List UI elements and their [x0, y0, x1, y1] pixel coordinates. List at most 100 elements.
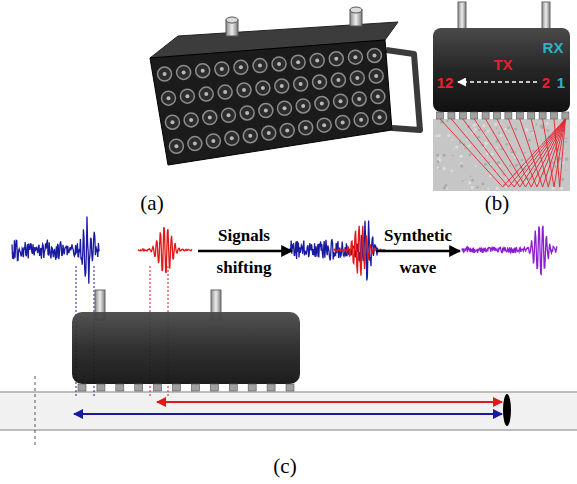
transducer-head	[348, 50, 362, 64]
step-label: Synthetic	[384, 227, 452, 244]
concrete-texture	[484, 163, 487, 166]
concrete-texture	[524, 152, 526, 154]
concrete-texture	[515, 164, 518, 167]
synthetic-wave	[462, 226, 557, 275]
transducer-head	[256, 81, 270, 95]
propagation-path	[74, 413, 502, 415]
test-slab	[0, 392, 577, 430]
transducer-tip	[229, 384, 237, 391]
concrete-texture	[482, 182, 485, 185]
concrete-texture	[532, 132, 534, 134]
concrete-texture	[438, 134, 441, 137]
transducer-tip	[341, 120, 345, 124]
ray-path	[543, 119, 566, 187]
concrete-texture	[514, 128, 517, 131]
transducer-tip	[299, 82, 303, 86]
transducer-tip	[211, 139, 215, 143]
transducer-head	[352, 92, 366, 106]
transducer-head	[259, 104, 273, 118]
transducer-head	[371, 90, 385, 104]
process-arrow	[198, 250, 292, 253]
transducer-head	[240, 106, 254, 120]
transducer-head	[354, 113, 368, 127]
concrete-texture	[468, 145, 471, 148]
concrete-texture	[506, 143, 508, 145]
concrete-texture	[464, 148, 466, 150]
transducer-tip	[191, 384, 199, 391]
concrete-texture	[439, 159, 442, 162]
transducer-tip	[264, 109, 268, 113]
concrete-texture	[436, 154, 439, 157]
transducer-head	[296, 99, 310, 113]
transducer-tip	[301, 104, 305, 108]
ray-path	[508, 119, 565, 187]
transducer-head	[317, 118, 331, 132]
concrete-texture	[507, 126, 510, 129]
concrete-texture	[460, 165, 463, 168]
scan-direction-arrow	[458, 81, 537, 83]
concrete-texture	[478, 136, 480, 138]
transducer-tip	[230, 136, 234, 140]
transducer-tip	[336, 78, 340, 82]
receiver-label: RX	[543, 40, 564, 55]
array-side-view	[433, 2, 570, 191]
concrete-texture	[460, 162, 462, 164]
concrete-texture	[466, 139, 468, 141]
ray-path	[474, 119, 565, 187]
transducer-head	[336, 115, 350, 129]
concrete-texture	[474, 128, 476, 130]
transducer-tip	[193, 142, 197, 146]
transducer-head	[278, 101, 292, 115]
concrete-texture	[491, 153, 494, 156]
transducer-head	[310, 54, 324, 68]
transducer-tip	[505, 112, 512, 119]
concrete-texture	[497, 161, 500, 164]
transducer-head	[369, 69, 383, 83]
transducer-tip	[355, 76, 359, 80]
transducer-head	[218, 85, 232, 99]
transducer-head	[196, 64, 210, 78]
transducer-tip	[173, 384, 181, 391]
concrete-texture	[447, 134, 450, 137]
concrete-texture	[521, 159, 523, 161]
transducer-tip	[494, 112, 501, 119]
transducer-head	[275, 79, 289, 93]
ray-path	[451, 119, 565, 187]
concrete-texture	[565, 138, 567, 140]
transducer-tip	[471, 112, 478, 119]
concrete-texture	[451, 139, 453, 141]
transducer-head	[291, 55, 305, 69]
transducer-head	[225, 131, 239, 145]
transducer-head	[234, 60, 248, 74]
transducer-head	[215, 62, 229, 76]
transducer-tip	[170, 120, 174, 124]
slab-edge	[0, 429, 577, 431]
transducer-tip	[261, 86, 265, 90]
concrete-texture	[462, 180, 464, 182]
concrete-texture	[565, 169, 567, 171]
transducer-tip	[320, 102, 324, 106]
transducer-tip	[482, 112, 489, 119]
concrete-texture	[509, 165, 511, 167]
transducer-head	[367, 48, 381, 62]
concrete-texture	[478, 129, 481, 132]
reflected-signal	[12, 216, 100, 283]
transducer-tip	[245, 111, 249, 115]
concrete-texture	[498, 132, 500, 134]
ray-path	[497, 119, 565, 187]
transducer-head	[177, 65, 191, 79]
ray-path	[486, 119, 566, 187]
concrete-texture	[512, 130, 513, 131]
concrete-texture	[482, 124, 485, 127]
reference-signal	[138, 227, 192, 273]
ray-path	[531, 119, 565, 187]
transducer-tip	[226, 113, 230, 117]
ray-path	[463, 119, 566, 187]
transducer-head	[350, 71, 364, 85]
transducer-head	[184, 113, 198, 127]
defect	[503, 394, 511, 426]
concrete-texture	[487, 188, 489, 190]
step-label: wave	[400, 259, 437, 276]
device-body	[433, 28, 570, 112]
concrete-texture	[528, 139, 531, 142]
